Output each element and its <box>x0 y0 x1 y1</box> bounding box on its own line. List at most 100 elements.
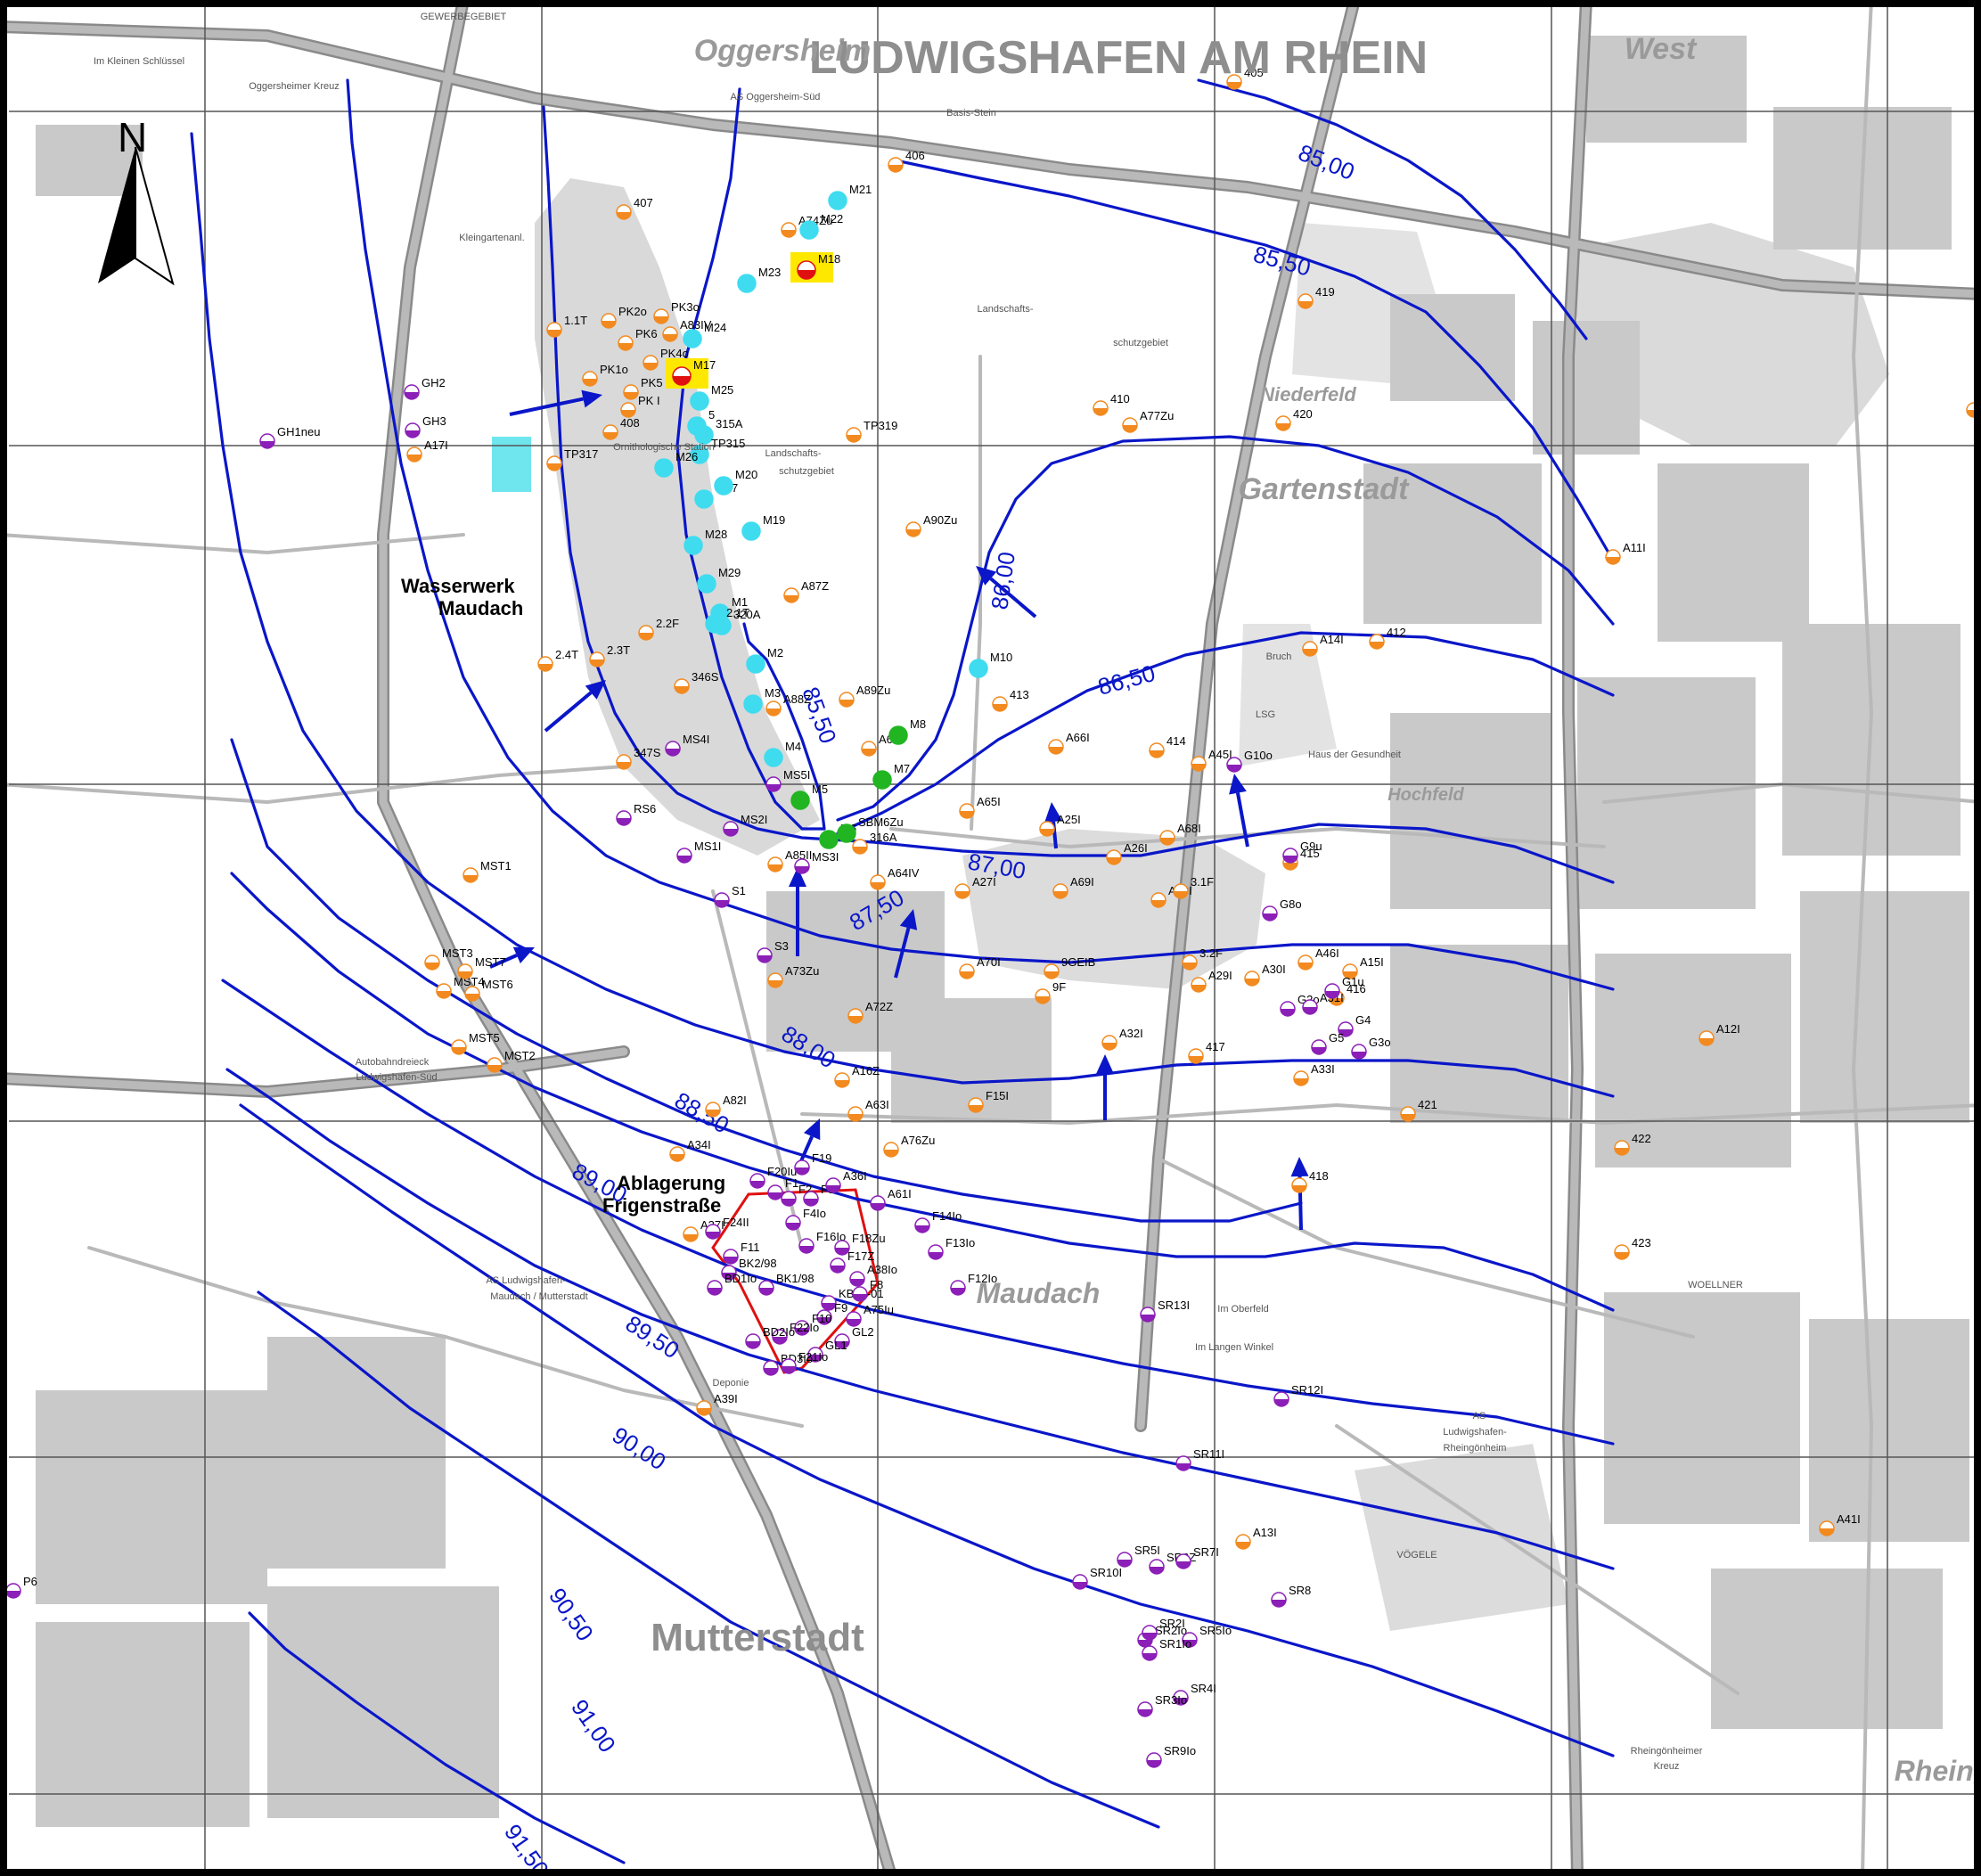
well-label: A72Z <box>865 1000 893 1013</box>
well-label: A85II <box>785 848 812 862</box>
well-label: F9 <box>834 1301 847 1315</box>
street-label: Ludwigshafen- <box>1443 1427 1507 1438</box>
well-marker: 423 <box>1614 1236 1651 1260</box>
well-label: 320A <box>733 608 761 621</box>
well-label: A26I <box>1124 841 1148 855</box>
well-label: F11 <box>741 1241 759 1254</box>
well-label: GL1 <box>825 1339 847 1352</box>
well-marker: PK4o <box>643 347 689 371</box>
well-marker: SR13I <box>1140 1298 1190 1323</box>
well-label: MST7 <box>475 955 506 969</box>
well-label: GH3 <box>422 414 446 428</box>
well-marker: GH3 <box>405 414 446 438</box>
flow-arrow-icon <box>489 946 535 969</box>
well-marker: MS4I <box>665 733 709 757</box>
well-label: A25I <box>1057 813 1081 826</box>
well-marker: A11I <box>1605 541 1646 565</box>
well-label: S1 <box>732 884 746 897</box>
well-marker: A66I <box>1048 731 1090 755</box>
well-marker: 2.3T <box>589 643 630 668</box>
well-label: 3.1F <box>1191 875 1214 889</box>
well-label: 420 <box>1293 407 1313 421</box>
place-ludwigshafen: LUDWIGSHAFEN AM RHEIN <box>809 32 1428 84</box>
well-marker: 410 <box>1093 392 1130 416</box>
well-label: M26 <box>675 450 698 463</box>
well-marker: 316A <box>852 831 897 855</box>
well-marker: SR11I <box>1175 1447 1224 1471</box>
street-label: Landschafts- <box>765 448 822 459</box>
well-marker: SR8 <box>1271 1584 1311 1608</box>
well-marker: M3 <box>743 686 781 714</box>
well-label: 423 <box>1632 1236 1651 1249</box>
well-label: 1.1T <box>564 314 587 327</box>
well-label: A75Iu <box>864 1303 894 1316</box>
well-label: M17 <box>693 358 716 372</box>
well-marker: S3 <box>757 939 789 963</box>
well-marker: BD3Io <box>763 1352 813 1376</box>
well-label: F21Io <box>798 1350 828 1364</box>
well-label: A89Zu <box>856 684 890 697</box>
well-label: A11I <box>1623 541 1646 554</box>
street-label: AS Oggersheim-Süd <box>731 92 821 102</box>
well-marker: TP317 <box>546 447 598 471</box>
well-label: 2.1T <box>726 606 749 619</box>
well-label: 405 <box>1244 66 1264 79</box>
well-label: MST1 <box>480 859 512 872</box>
well-marker: BD2Io <box>745 1325 795 1349</box>
well-label: S3 <box>774 939 789 953</box>
isoline-86.50 <box>836 631 1615 835</box>
isoline-91.50 <box>248 1611 626 1864</box>
well-label: A76Zu <box>901 1134 935 1147</box>
well-marker: A61I <box>870 1187 912 1211</box>
well-label: F8 <box>870 1278 883 1291</box>
well-label: A17I <box>424 438 448 452</box>
well-label: G8o <box>1280 897 1302 911</box>
well-label: BD1Io <box>724 1272 757 1285</box>
well-label: MST5 <box>469 1031 500 1044</box>
well-marker: A77Zu <box>1122 409 1174 433</box>
well-marker: 406 <box>888 149 925 173</box>
label-wasserwerk-line2: Maudach <box>438 597 523 619</box>
street-label: Maudach / Mutterstadt <box>490 1291 587 1302</box>
well-marker: 315A <box>694 417 743 445</box>
well-label: 9GEIB <box>1061 955 1095 969</box>
well-label: 418 <box>1309 1169 1329 1183</box>
north-arrow-icon <box>98 147 135 283</box>
well-label: 316A <box>870 831 897 844</box>
street-label: LSG <box>1256 709 1275 720</box>
well-marker: F15I <box>968 1089 1009 1113</box>
well-label: A36I <box>843 1169 867 1183</box>
well-label: SR2Io <box>1155 1624 1187 1637</box>
well-label: 415 <box>1300 847 1320 860</box>
street-label: schutzgebiet <box>779 466 834 477</box>
well-label: F10 <box>812 1312 831 1325</box>
well-marker: A32I <box>1101 1027 1143 1051</box>
well-label: F19 <box>812 1151 831 1165</box>
well-label: A29I <box>1208 969 1232 982</box>
well-marker: SR7I <box>1175 1545 1219 1569</box>
well-label: A88Z <box>783 692 811 706</box>
well-marker: A70I <box>959 955 1001 979</box>
isoline-89.50 <box>221 979 1615 1446</box>
north-arrow: N <box>98 114 175 286</box>
well-label: A65I <box>977 795 1001 808</box>
well-label: A90Zu <box>923 513 957 527</box>
well-marker: A41I <box>1819 1512 1861 1536</box>
place-west: West <box>1625 32 1698 66</box>
well-marker: G8o <box>1262 897 1302 922</box>
well-marker: MS5I <box>765 768 810 792</box>
well-label: SR13I <box>1158 1298 1190 1312</box>
flow-arrow-icon <box>1229 774 1249 848</box>
well-marker: G10o <box>1226 749 1273 773</box>
well-marker: A39I <box>696 1392 738 1416</box>
street-label: Haus der Gesundheit <box>1308 750 1401 760</box>
street-label: Im Kleinen Schlüssel <box>94 56 184 67</box>
well-marker: 422 <box>1614 1132 1651 1156</box>
well-label: A70I <box>977 955 1001 969</box>
isoline-86.00 <box>836 435 1615 822</box>
well-label: SR12I <box>1291 1383 1323 1397</box>
well-label: A64IV <box>888 866 920 880</box>
well-label: A41I <box>1837 1512 1861 1526</box>
well-marker: 412 <box>1369 626 1406 650</box>
